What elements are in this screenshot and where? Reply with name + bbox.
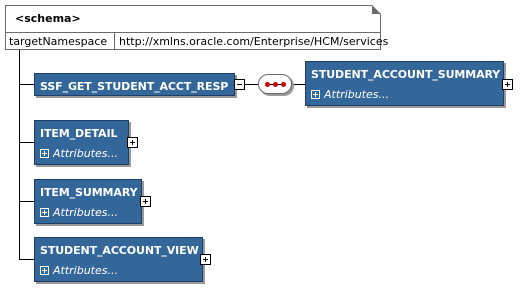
expand-plus-icon[interactable] bbox=[140, 196, 151, 207]
element-ssf-get-student-acct-resp[interactable]: SSF_GET_STUDENT_ACCT_RESP bbox=[34, 73, 235, 96]
expand-plus-icon[interactable] bbox=[200, 254, 211, 265]
sequence-compositor-icon[interactable] bbox=[258, 74, 292, 94]
element-name: STUDENT_ACCOUNT_SUMMARY bbox=[311, 68, 501, 81]
attributes-expand-icon[interactable] bbox=[40, 149, 49, 158]
expand-plus-icon[interactable] bbox=[502, 79, 513, 90]
element-name: ITEM_SUMMARY bbox=[40, 186, 138, 199]
attributes-row[interactable]: Attributes... bbox=[40, 147, 118, 160]
attributes-row[interactable]: Attributes... bbox=[311, 88, 389, 101]
schema-header: <schema> targetNamespace http://xmlns.or… bbox=[5, 5, 388, 50]
branch-line-4 bbox=[19, 259, 34, 260]
element-item-detail[interactable]: ITEM_DETAIL Attributes... bbox=[34, 120, 129, 165]
connector-to-sequence bbox=[245, 84, 258, 85]
schema-attribute-value: http://xmlns.oracle.com/Enterprise/HCM/s… bbox=[119, 35, 389, 48]
attributes-expand-icon[interactable] bbox=[311, 90, 320, 99]
element-item-summary[interactable]: ITEM_SUMMARY Attributes... bbox=[34, 179, 142, 224]
branch-line-3 bbox=[19, 201, 34, 202]
attributes-row[interactable]: Attributes... bbox=[40, 206, 118, 219]
page-fold-icon bbox=[372, 5, 381, 14]
attributes-label: Attributes... bbox=[53, 147, 118, 160]
schema-title: <schema> bbox=[15, 12, 81, 25]
schema-attribute-divider bbox=[114, 33, 115, 50]
sequence-dot bbox=[265, 82, 270, 87]
attributes-expand-icon[interactable] bbox=[40, 208, 49, 217]
branch-line-2 bbox=[19, 142, 34, 143]
element-student-account-summary[interactable]: STUDENT_ACCOUNT_SUMMARY Attributes... bbox=[305, 61, 504, 106]
connector-to-child bbox=[292, 84, 305, 85]
element-student-account-view[interactable]: STUDENT_ACCOUNT_VIEW Attributes... bbox=[34, 237, 203, 282]
child-stub-line bbox=[300, 84, 301, 85]
attributes-label: Attributes... bbox=[53, 206, 118, 219]
element-name: SSF_GET_STUDENT_ACCT_RESP bbox=[40, 80, 229, 93]
sequence-dot bbox=[281, 82, 286, 87]
attributes-label: Attributes... bbox=[324, 88, 389, 101]
schema-attribute-key: targetNamespace bbox=[9, 35, 108, 48]
branch-line-1 bbox=[19, 84, 34, 85]
element-name: ITEM_DETAIL bbox=[40, 127, 118, 140]
collapse-minus-icon[interactable] bbox=[234, 79, 245, 90]
attributes-row[interactable]: Attributes... bbox=[40, 264, 118, 277]
schema-attribute-row: targetNamespace http://xmlns.oracle.com/… bbox=[6, 32, 388, 50]
attributes-expand-icon[interactable] bbox=[40, 266, 49, 275]
sequence-dot bbox=[273, 82, 278, 87]
attributes-label: Attributes... bbox=[53, 264, 118, 277]
expand-plus-icon[interactable] bbox=[127, 137, 138, 148]
element-name: STUDENT_ACCOUNT_VIEW bbox=[40, 244, 199, 257]
tree-trunk-line bbox=[19, 50, 20, 259]
